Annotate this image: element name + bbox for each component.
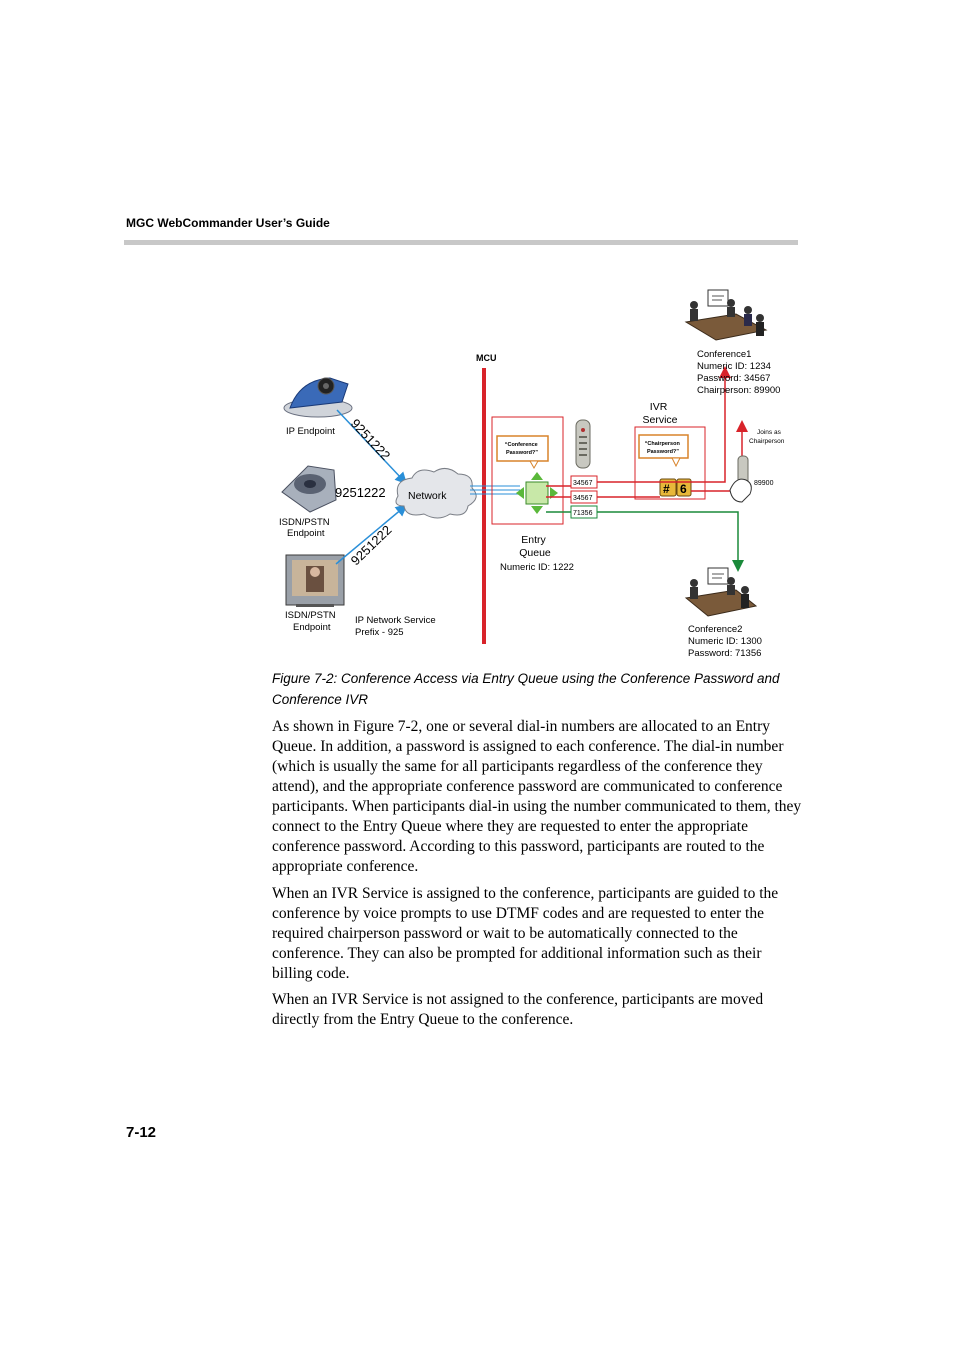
conference-room-2-icon [684,567,758,617]
paragraph-3: When an IVR Service is not assigned to t… [272,991,764,1028]
code-2: 34567 [573,495,593,502]
phone-dial-number: 9251222 [335,485,386,500]
dtmf-key-six: 6 [680,482,687,496]
conference2-info: Conference2 Numeric ID: 1300 Password: 7… [688,624,765,659]
conference-access-diagram: MCU IP Endpoint ISDN/PSTN Endpoint ISDN/… [279,289,785,659]
isdn-endpoint-label-2: ISDN/PSTN Endpoint [285,610,338,633]
ivr-prompt: “Chairperson Password?” [645,441,682,455]
ip-service-label: IP Network Service Prefix - 925 [355,615,438,638]
ivr-prompt-bubble [638,434,689,468]
paragraph-2: When an IVR Service is assigned to the c… [272,885,779,982]
entry-queue-prompt-bubble [496,435,549,470]
running-header: MGC WebCommander User’s Guide [126,216,330,230]
chairperson-code: 89900 [754,480,774,487]
mcu-label: MCU [476,353,497,363]
dtmf-key-hash: # [663,482,670,496]
entry-queue-label: Entry Queue [519,534,551,559]
conference-room-1-icon [684,289,768,341]
ip-dial-link [336,409,408,485]
isdn-dial-link [335,504,408,565]
remote-control-icon [575,419,591,469]
conference1-info: Conference1 Numeric ID: 1234 Password: 3… [697,349,780,396]
page-number: 7-12 [126,1124,157,1141]
network-cloud-icon [395,468,477,519]
isdn-dial-number: 9251222 [348,522,395,568]
joins-as-chairperson-label: Joins as Chairperson [749,429,785,445]
ip-endpoint-icon [283,377,353,418]
figure-caption: Figure 7-2: Conference Access via Entry … [272,671,780,707]
speakerphone-icon [281,465,337,513]
entry-queue-router-icon [516,472,558,514]
ip-endpoint-label: IP Endpoint [286,426,335,437]
network-to-queue-links [470,485,520,495]
ivr-service-box [634,426,706,500]
routing-lines [546,366,748,572]
isdn-endpoint-label-1: ISDN/PSTN Endpoint [279,517,332,539]
header-rule [124,240,798,245]
code-1: 34567 [573,480,593,487]
network-label: Network [408,490,447,502]
ip-dial-number: 9251222 [348,416,393,463]
paragraph-1: As shown in Figure 7-2, one or several d… [272,718,802,875]
video-monitor-icon [285,554,345,607]
entry-queue-prompt: “Conference Password?” [505,442,540,456]
entry-queue-id: Numeric ID: 1222 [500,562,574,573]
entry-queue-box [491,416,564,525]
dtmf-keys-icon [659,478,692,497]
code-3: 71356 [573,510,593,517]
ivr-service-label: IVR Service [642,401,677,426]
hand-remote-icon [729,455,752,503]
